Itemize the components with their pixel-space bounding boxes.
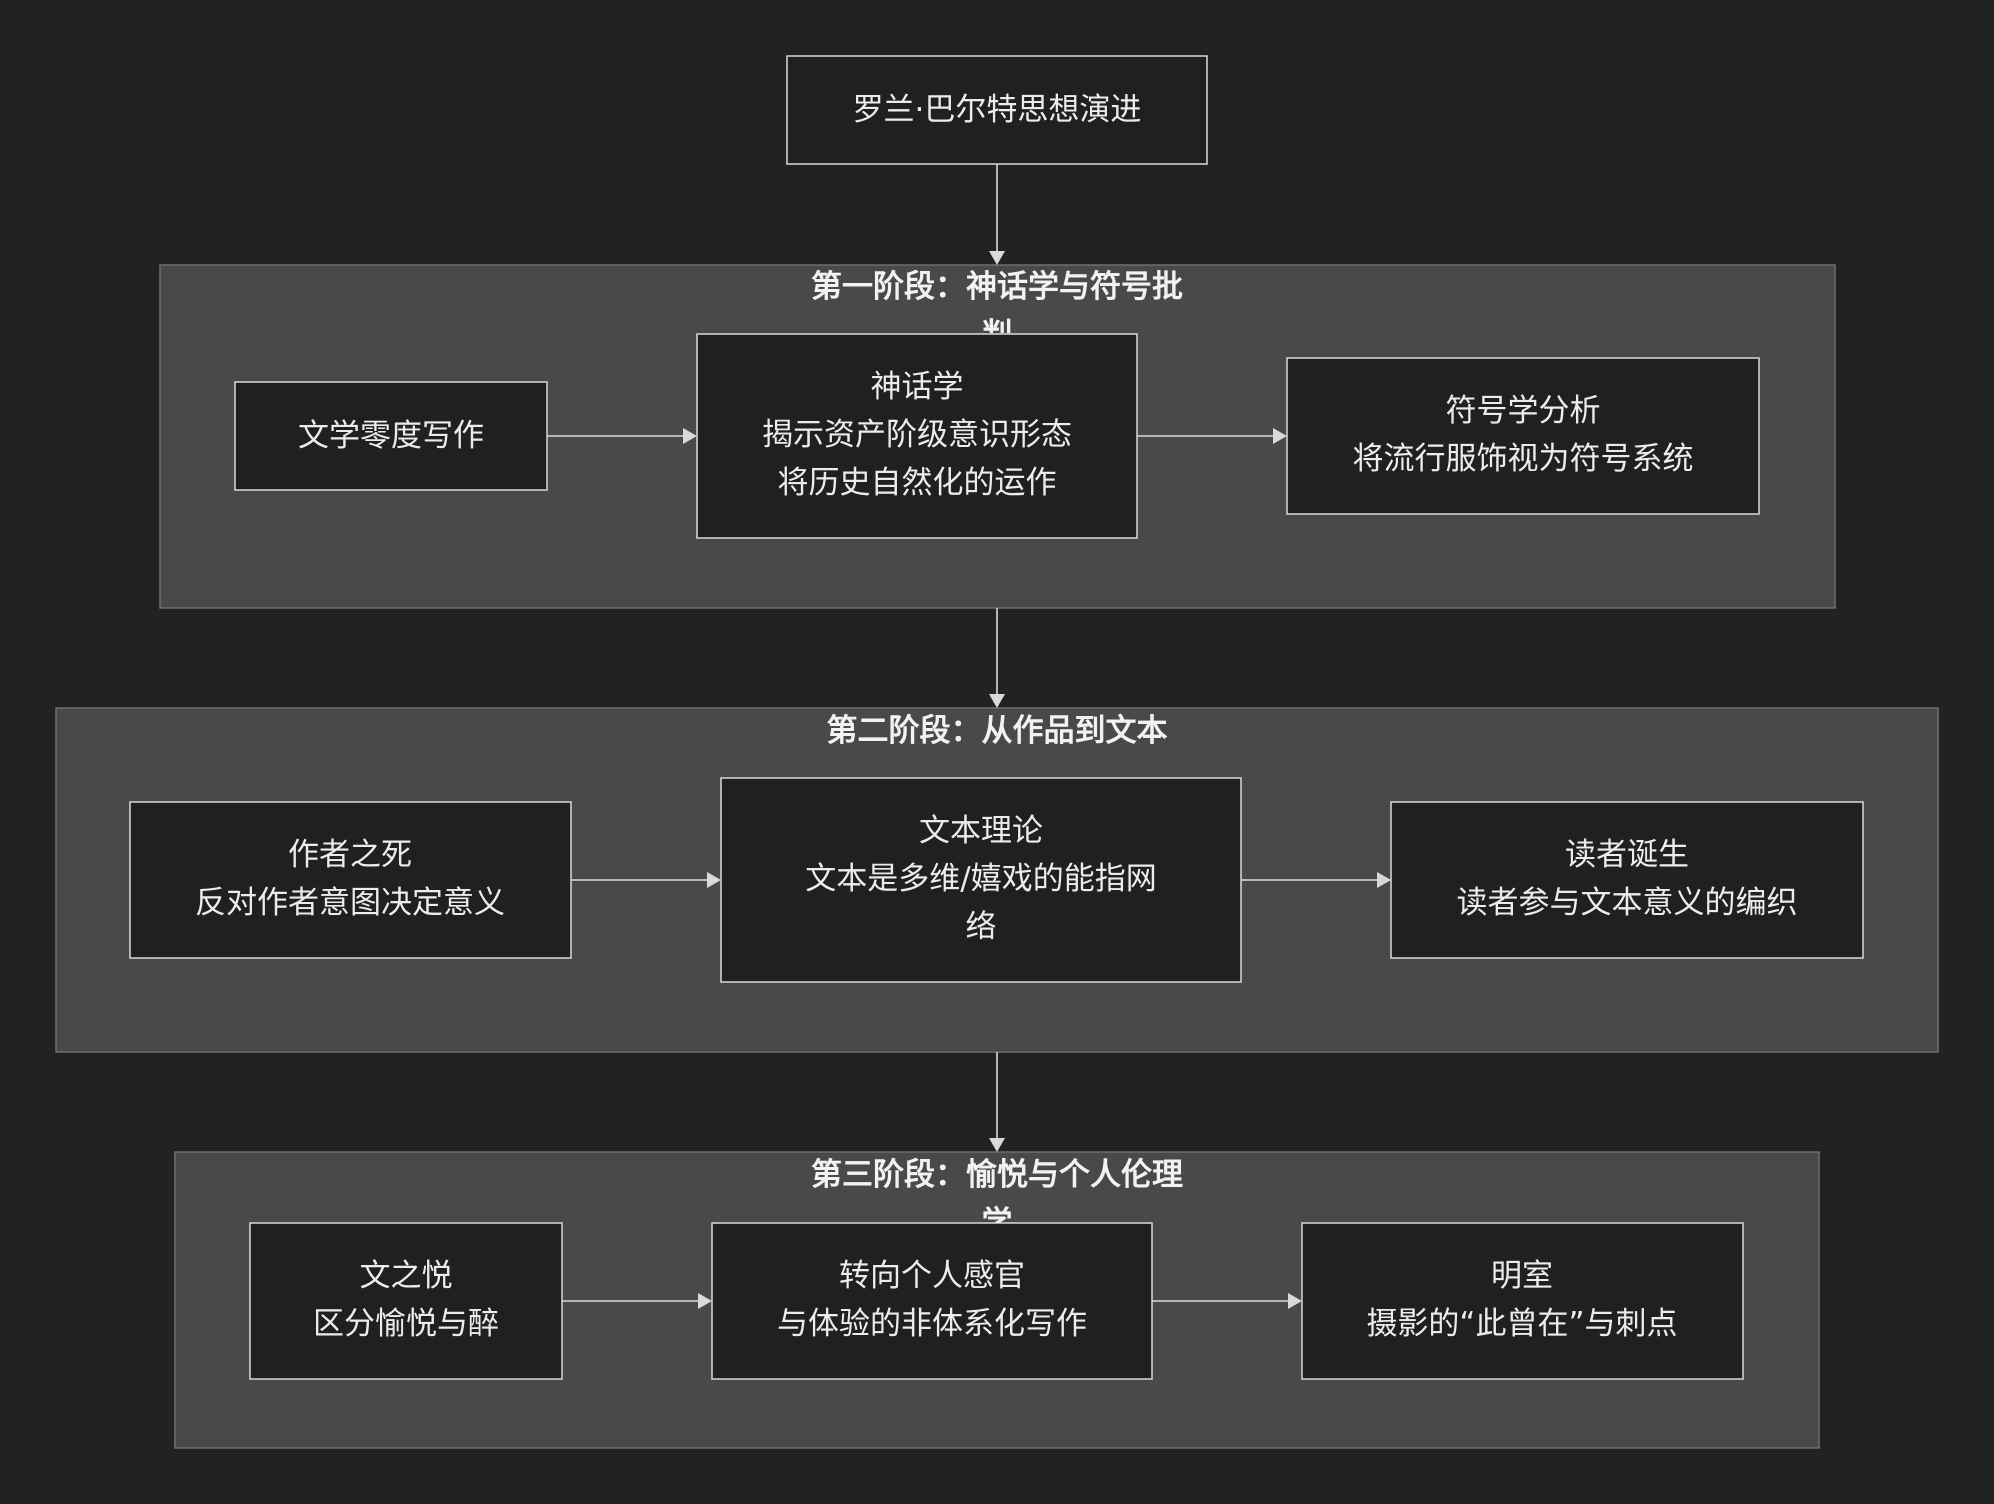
stage2-title-line1: 第二阶段：从作品到文本 — [827, 713, 1168, 749]
stage2-node-text-theory: 文本理论 文本是多维/嬉戏的能指网 络 — [720, 777, 1242, 983]
stage2-node-death-of-author: 作者之死 反对作者意图决定意义 — [129, 801, 572, 959]
edge-s3n1-to-s3n2 — [562, 1293, 712, 1309]
stage3-node2-line2: 与体验的非体系化写作 — [777, 1306, 1087, 1342]
stage3-node-pleasure-of-text: 文之悦 区分愉悦与醉 — [249, 1222, 563, 1380]
stage2-node1-line1: 作者之死 — [288, 837, 412, 873]
stage1-title-line1: 第一阶段：神话学与符号批 — [811, 269, 1183, 305]
stage3-node-personal-turn: 转向个人感官 与体验的非体系化写作 — [711, 1222, 1153, 1380]
edge-root-to-stage1 — [989, 164, 1005, 265]
stage3-title-line2: 学 — [982, 1205, 1013, 1241]
stage1-title: 第一阶段：神话学与符号批 判 — [811, 269, 1183, 353]
stage2-title: 第二阶段：从作品到文本 — [827, 713, 1168, 749]
stage3-title: 第三阶段：愉悦与个人伦理 学 — [811, 1157, 1183, 1241]
stage3-node1-line1: 文之悦 — [360, 1258, 453, 1294]
stage1-node2-line3: 将历史自然化的运作 — [778, 465, 1057, 501]
stage2-node1-line2: 反对作者意图决定意义 — [195, 885, 505, 921]
stage2-node-birth-of-reader: 读者诞生 读者参与文本意义的编织 — [1390, 801, 1864, 959]
edge-s3n2-to-s3n3 — [1152, 1293, 1302, 1309]
stage3-node3-line2: 摄影的“此曾在”与刺点 — [1366, 1306, 1677, 1342]
stage2-node3-line1: 读者诞生 — [1565, 837, 1689, 873]
stage1-node-zero-degree: 文学零度写作 — [234, 381, 548, 491]
stage1-title-line2: 判 — [982, 317, 1013, 353]
edge-stage2-to-stage3 — [989, 1052, 1005, 1152]
stage3-node-camera-lucida: 明室 摄影的“此曾在”与刺点 — [1301, 1222, 1744, 1380]
stage1-node-mythologies: 神话学 揭示资产阶级意识形态 将历史自然化的运作 — [696, 333, 1138, 539]
stage1-node2-line2: 揭示资产阶级意识形态 — [762, 417, 1072, 453]
stage2-node3-line2: 读者参与文本意义的编织 — [1457, 885, 1798, 921]
stage3-node2-line1: 转向个人感官 — [839, 1258, 1025, 1294]
root-node: 罗兰·巴尔特思想演进 — [786, 55, 1208, 165]
stage1-node3-line1: 符号学分析 — [1446, 393, 1601, 429]
edge-s2n2-to-s2n3 — [1241, 872, 1391, 888]
stage2-node2-line1: 文本理论 — [919, 813, 1043, 849]
stage1-node3-line2: 将流行服饰视为符号系统 — [1353, 441, 1694, 477]
stage1-node-semiology: 符号学分析 将流行服饰视为符号系统 — [1286, 357, 1760, 515]
edge-s1n2-to-s1n3 — [1137, 428, 1287, 444]
stage1-node2-line1: 神话学 — [871, 369, 964, 405]
edge-s1n1-to-s1n2 — [547, 428, 697, 444]
stage3-node3-line1: 明室 — [1491, 1258, 1553, 1294]
edge-stage1-to-stage2 — [989, 608, 1005, 708]
stage1-node1-line1: 文学零度写作 — [298, 418, 484, 454]
stage2-node2-line2: 文本是多维/嬉戏的能指网 — [805, 861, 1156, 897]
stage3-title-line1: 第三阶段：愉悦与个人伦理 — [811, 1157, 1183, 1193]
stage3-node1-line2: 区分愉悦与醉 — [313, 1306, 499, 1342]
root-node-label: 罗兰·巴尔特思想演进 — [853, 92, 1142, 128]
stage2-node2-line3: 络 — [966, 909, 997, 945]
edge-s2n1-to-s2n2 — [571, 872, 721, 888]
